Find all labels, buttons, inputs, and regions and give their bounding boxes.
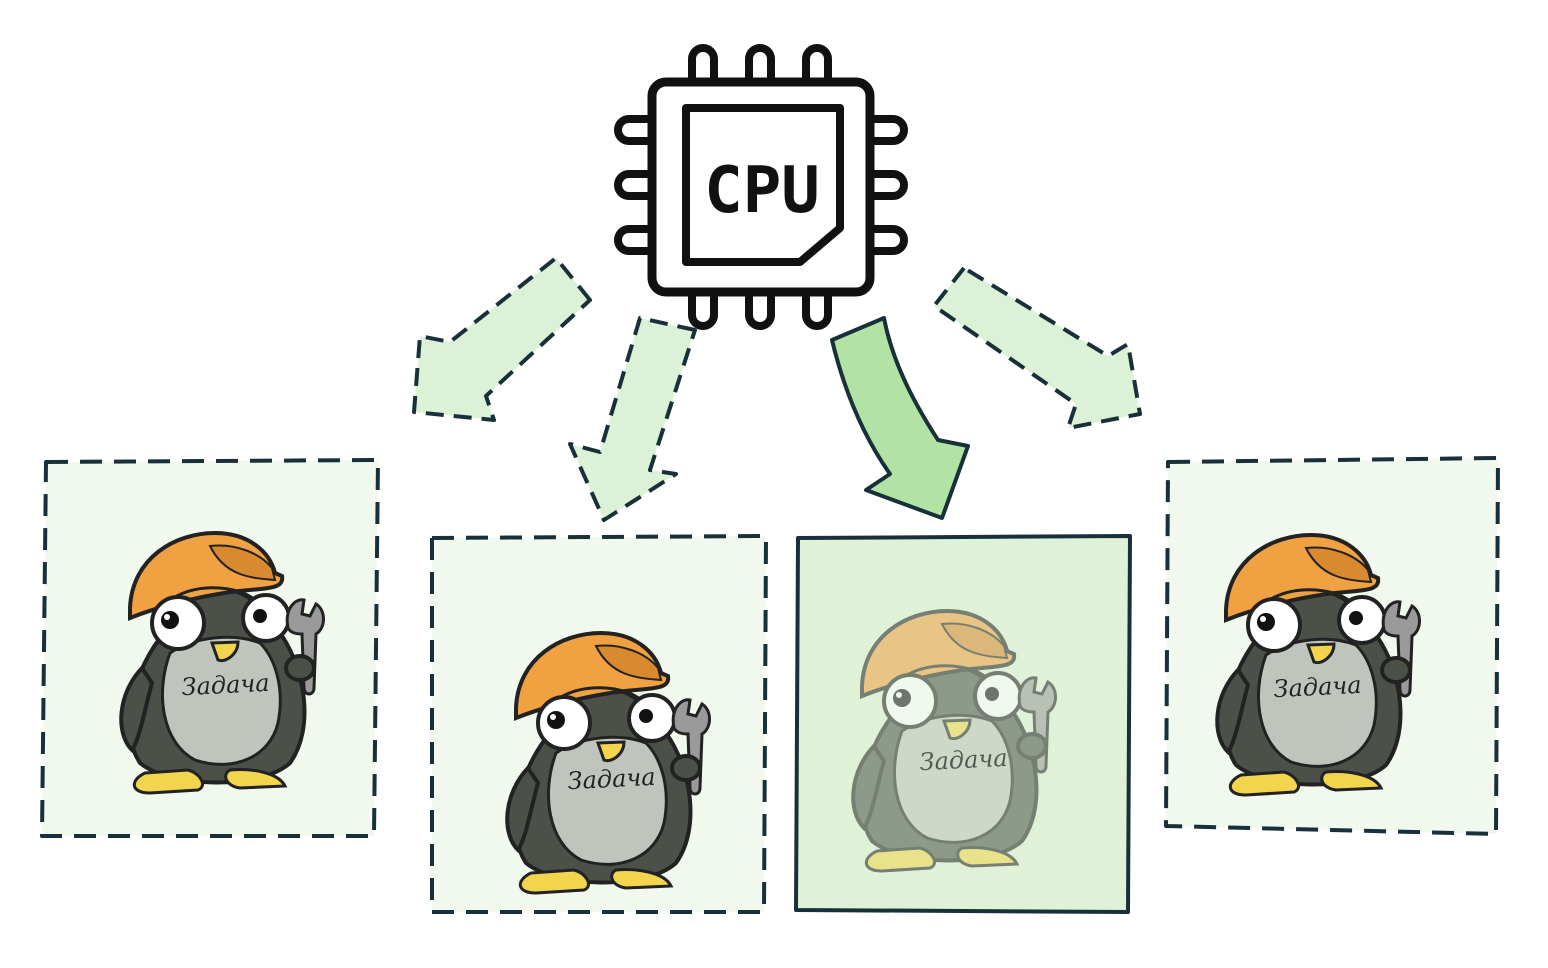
cpu-chip-icon: [614, 44, 908, 330]
arrow-to-task-3-active: [830, 316, 970, 520]
cpu-label: CPU: [704, 154, 820, 228]
task-label: Задача: [919, 744, 1008, 777]
task-card-3-active: Задача: [794, 534, 1132, 914]
task-card-4: Задача: [1164, 456, 1500, 836]
task-label: Задача: [567, 763, 656, 796]
task-label: Задача: [1273, 671, 1362, 704]
arrow-to-task-2: [568, 316, 697, 522]
task-card-2: Задача: [430, 534, 768, 914]
arrow-to-task-1: [412, 256, 592, 422]
task-label: Задача: [181, 669, 270, 702]
task-card-1: Задача: [40, 458, 380, 838]
arrow-to-task-4: [932, 266, 1142, 430]
